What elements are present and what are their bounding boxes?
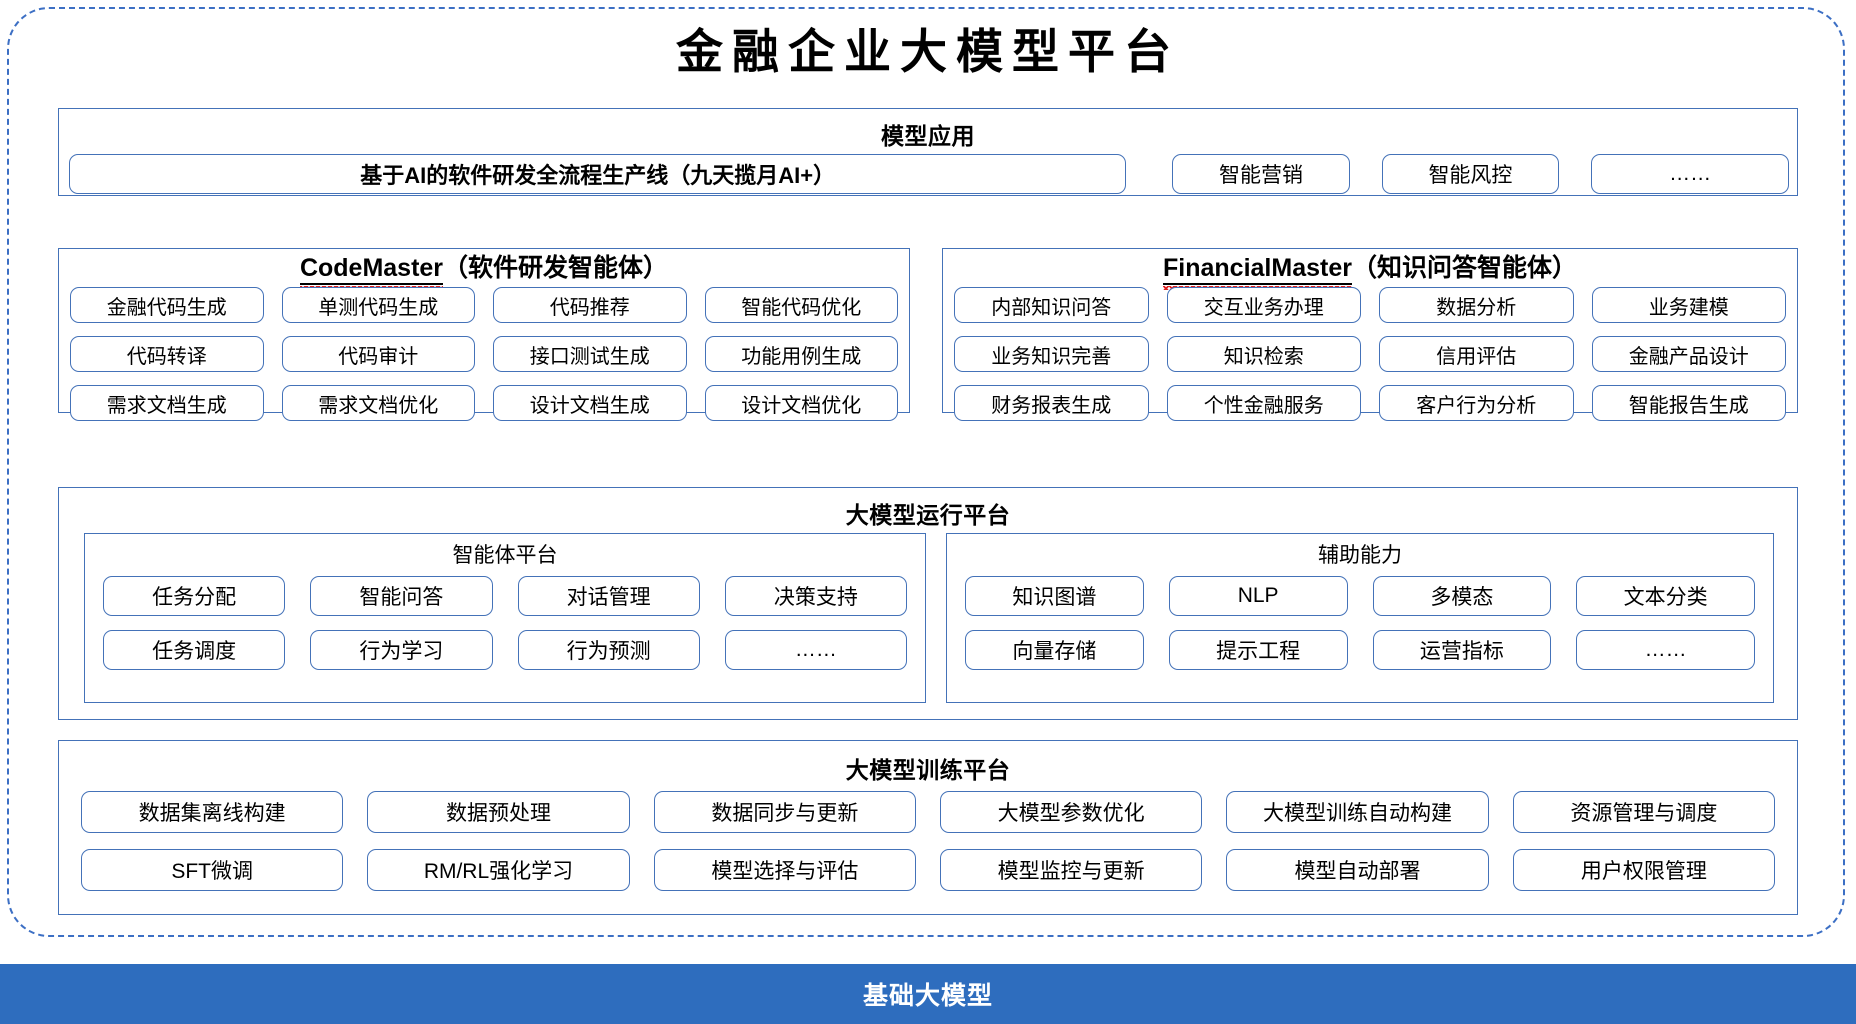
chip-training-auto-build[interactable]: 大模型训练自动构建 <box>1226 791 1489 833</box>
chip-data-preprocessing[interactable]: 数据预处理 <box>367 791 630 833</box>
chip-data-sync-update[interactable]: 数据同步与更新 <box>653 791 916 833</box>
chip-api-test-gen[interactable]: 接口测试生成 <box>493 336 687 372</box>
chip-data-analysis[interactable]: 数据分析 <box>1379 287 1574 323</box>
chip-knowledge-graph[interactable]: 知识图谱 <box>965 576 1144 616</box>
chip-model-monitor-update[interactable]: 模型监控与更新 <box>940 849 1203 891</box>
chip-task-allocation[interactable]: 任务分配 <box>103 576 286 616</box>
chip-unit-test-code-gen[interactable]: 单测代码生成 <box>281 287 475 323</box>
section-financial-master: FinancialMaster（知识问答智能体） 内部知识问答 交互业务办理 数… <box>942 248 1798 421</box>
chip-smart-risk-control[interactable]: 智能风控 <box>1381 154 1560 194</box>
chip-behavior-prediction[interactable]: 行为预测 <box>517 630 700 670</box>
chip-behavior-learning[interactable]: 行为学习 <box>310 630 493 670</box>
chip-dataset-offline-build[interactable]: 数据集离线构建 <box>81 791 344 833</box>
chip-design-doc-gen[interactable]: 设计文档生成 <box>493 385 687 421</box>
chip-resource-management[interactable]: 资源管理与调度 <box>1512 791 1775 833</box>
chip-operation-metrics[interactable]: 运营指标 <box>1372 630 1552 670</box>
chip-req-doc-gen[interactable]: 需求文档生成 <box>70 385 264 421</box>
chip-model-select-evaluate[interactable]: 模型选择与评估 <box>653 849 916 891</box>
chip-smart-qa[interactable]: 智能问答 <box>310 576 493 616</box>
chip-rm-rl-learning[interactable]: RM/RL强化学习 <box>367 849 630 891</box>
chip-more-applications[interactable]: …… <box>1591 154 1789 194</box>
chip-code-recommend[interactable]: 代码推荐 <box>493 287 687 323</box>
chip-model-param-optimize[interactable]: 大模型参数优化 <box>940 791 1203 833</box>
chip-user-permission-management[interactable]: 用户权限管理 <box>1512 849 1775 891</box>
code-master-name: CodeMaster <box>299 254 444 285</box>
chip-business-knowledge-improve[interactable]: 业务知识完善 <box>954 336 1149 372</box>
section-title-code-master: CodeMaster（软件研发智能体） <box>59 254 909 285</box>
chip-personalized-finance-service[interactable]: 个性金融服务 <box>1166 385 1361 421</box>
training-platform-chip-grid: 数据集离线构建 数据预处理 数据同步与更新 大模型参数优化 大模型训练自动构建 … <box>81 791 1775 891</box>
auxiliary-ability-chip-grid: 知识图谱 NLP 多模态 文本分类 向量存储 提示工程 运营指标 …… <box>965 576 1755 670</box>
section-training-platform: 大模型训练平台 数据集离线构建 数据预处理 数据同步与更新 大模型参数优化 大模… <box>58 740 1798 915</box>
section-title-financial-master: FinancialMaster（知识问答智能体） <box>943 254 1797 285</box>
chip-req-doc-optimize[interactable]: 需求文档优化 <box>281 385 475 421</box>
section-title-training-platform: 大模型训练平台 <box>845 757 1011 783</box>
page-title: 金融企业大模型平台 <box>676 27 1180 79</box>
section-title-model-applications: 模型应用 <box>881 123 975 149</box>
section-code-master: CodeMaster（软件研发智能体） 金融代码生成 单测代码生成 代码推荐 智… <box>58 248 910 421</box>
section-base-model: 基础大模型 <box>0 964 1856 1024</box>
model-application-chip-row: 基于AI的软件研发全流程生产线（九天揽月AI+） 智能营销 智能风控 …… <box>69 154 1789 194</box>
chip-nlp[interactable]: NLP <box>1168 576 1348 616</box>
subsection-auxiliary-ability: 辅助能力 知识图谱 NLP 多模态 文本分类 向量存储 提示工程 运营指标 …… <box>946 533 1774 703</box>
section-model-applications: 模型应用 基于AI的软件研发全流程生产线（九天揽月AI+） 智能营销 智能风控 … <box>58 108 1798 196</box>
chip-smart-marketing[interactable]: 智能营销 <box>1172 154 1350 194</box>
chip-customer-behavior-analysis[interactable]: 客户行为分析 <box>1379 385 1574 421</box>
chip-internal-knowledge-qa[interactable]: 内部知识问答 <box>954 287 1149 323</box>
subsection-title-auxiliary-ability: 辅助能力 <box>1318 544 1402 567</box>
chip-financial-report-gen[interactable]: 财务报表生成 <box>954 385 1149 421</box>
base-model-label: 基础大模型 <box>862 982 993 1010</box>
section-runtime-platform: 大模型运行平台 智能体平台 任务分配 智能问答 对话管理 决策支持 任务调度 行… <box>58 487 1798 720</box>
chip-business-modeling[interactable]: 业务建模 <box>1591 287 1786 323</box>
chip-credit-assessment[interactable]: 信用评估 <box>1379 336 1574 372</box>
chip-ai-dev-pipeline[interactable]: 基于AI的软件研发全流程生产线（九天揽月AI+） <box>69 154 1127 194</box>
chip-multimodal[interactable]: 多模态 <box>1372 576 1552 616</box>
financial-master-name: FinancialMaster <box>1163 254 1352 285</box>
chip-decision-support[interactable]: 决策支持 <box>724 576 907 616</box>
subsection-title-agent-platform: 智能体平台 <box>452 544 558 567</box>
code-master-chip-grid: 金融代码生成 单测代码生成 代码推荐 智能代码优化 代码转译 代码审计 接口测试… <box>70 287 898 421</box>
section-title-runtime-platform: 大模型运行平台 <box>845 502 1011 528</box>
chip-dialog-management[interactable]: 对话管理 <box>517 576 700 616</box>
agent-platform-chip-grid: 任务分配 智能问答 对话管理 决策支持 任务调度 行为学习 行为预测 …… <box>103 576 907 670</box>
chip-text-classification[interactable]: 文本分类 <box>1576 576 1755 616</box>
chip-more-auxiliary[interactable]: …… <box>1576 630 1755 670</box>
chip-task-scheduling[interactable]: 任务调度 <box>103 630 286 670</box>
subsection-agent-platform: 智能体平台 任务分配 智能问答 对话管理 决策支持 任务调度 行为学习 行为预测… <box>84 533 926 703</box>
financial-master-suffix: （知识问答智能体） <box>1351 254 1577 282</box>
diagram-outer-frame <box>7 7 1845 937</box>
chip-knowledge-retrieval[interactable]: 知识检索 <box>1166 336 1361 372</box>
financial-master-chip-grid: 内部知识问答 交互业务办理 数据分析 业务建模 业务知识完善 知识检索 信用评估… <box>954 287 1786 421</box>
chip-sft-finetune[interactable]: SFT微调 <box>81 849 344 891</box>
chip-interactive-business[interactable]: 交互业务办理 <box>1166 287 1361 323</box>
chip-model-auto-deploy[interactable]: 模型自动部署 <box>1226 849 1489 891</box>
chip-code-audit[interactable]: 代码审计 <box>281 336 475 372</box>
chip-financial-product-design[interactable]: 金融产品设计 <box>1591 336 1786 372</box>
chip-smart-code-optimize[interactable]: 智能代码优化 <box>704 287 898 323</box>
chip-code-translate[interactable]: 代码转译 <box>70 336 264 372</box>
chip-design-doc-optimize[interactable]: 设计文档优化 <box>704 385 898 421</box>
chip-prompt-engineering[interactable]: 提示工程 <box>1168 630 1348 670</box>
chip-vector-storage[interactable]: 向量存储 <box>965 630 1144 670</box>
chip-func-case-gen[interactable]: 功能用例生成 <box>704 336 898 372</box>
chip-smart-report-gen[interactable]: 智能报告生成 <box>1591 385 1786 421</box>
chip-more-agent-platform[interactable]: …… <box>724 630 907 670</box>
code-master-suffix: （软件研发智能体） <box>443 254 669 282</box>
chip-fin-code-gen[interactable]: 金融代码生成 <box>70 287 264 323</box>
